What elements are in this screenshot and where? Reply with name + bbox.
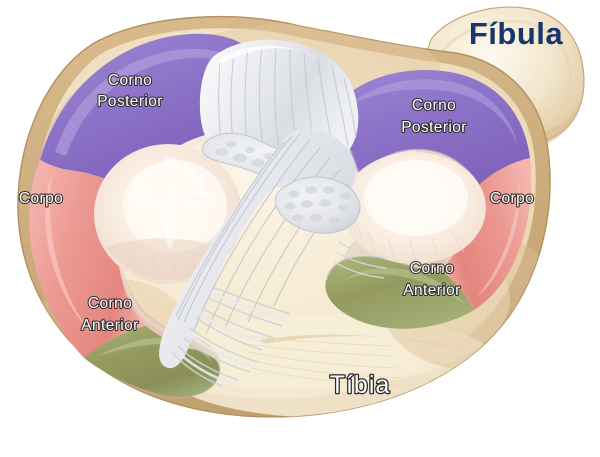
acl-distal-fan-light (174, 291, 287, 385)
right-plateau-highlight (364, 160, 468, 236)
anterior-cruciate-ligament (159, 129, 361, 387)
label-group: Corno Posterior Corpo Corno Anterior Cor… (18, 71, 535, 400)
acl-footprint-texture (284, 186, 351, 224)
left-meniscus-anterior-horn (84, 326, 220, 397)
right-anterior-horn-label-line1: Corno (410, 260, 454, 277)
right-anterior-horn-label-line2: Anterior (403, 282, 460, 299)
right-anterior-horn-highlight (340, 268, 466, 306)
left-anterior-horn-label-line1: Corno (88, 295, 132, 312)
fibula-label: Fíbula (469, 16, 564, 51)
transverse-ligament-fibers (333, 241, 389, 279)
left-posterior-horn-label-line2: Posterior (97, 93, 163, 110)
left-posterior-horn-label-line1: Corno (108, 72, 152, 89)
left-body-highlight (44, 174, 94, 336)
acl-distal-fan (171, 287, 291, 387)
right-posterior-horn-label-line2: Posterior (401, 119, 467, 136)
right-posterior-horn-highlight (348, 79, 518, 146)
right-tibial-plateau (342, 152, 486, 264)
left-body-label: Corpo (19, 190, 63, 207)
left-anterior-horn-label-line2: Anterior (81, 317, 138, 334)
tibia-fiber-texture (243, 335, 405, 387)
right-posterior-horn-label-line1: Corno (412, 97, 456, 114)
right-body-highlight (476, 170, 520, 298)
right-body-label: Corpo (490, 190, 534, 207)
tibia-label: Tíbia (330, 371, 391, 399)
watermark-emblem (129, 156, 209, 250)
right-meniscus-body (440, 158, 532, 310)
pcl-highlight (216, 45, 316, 63)
watermark-leaves (129, 156, 209, 211)
